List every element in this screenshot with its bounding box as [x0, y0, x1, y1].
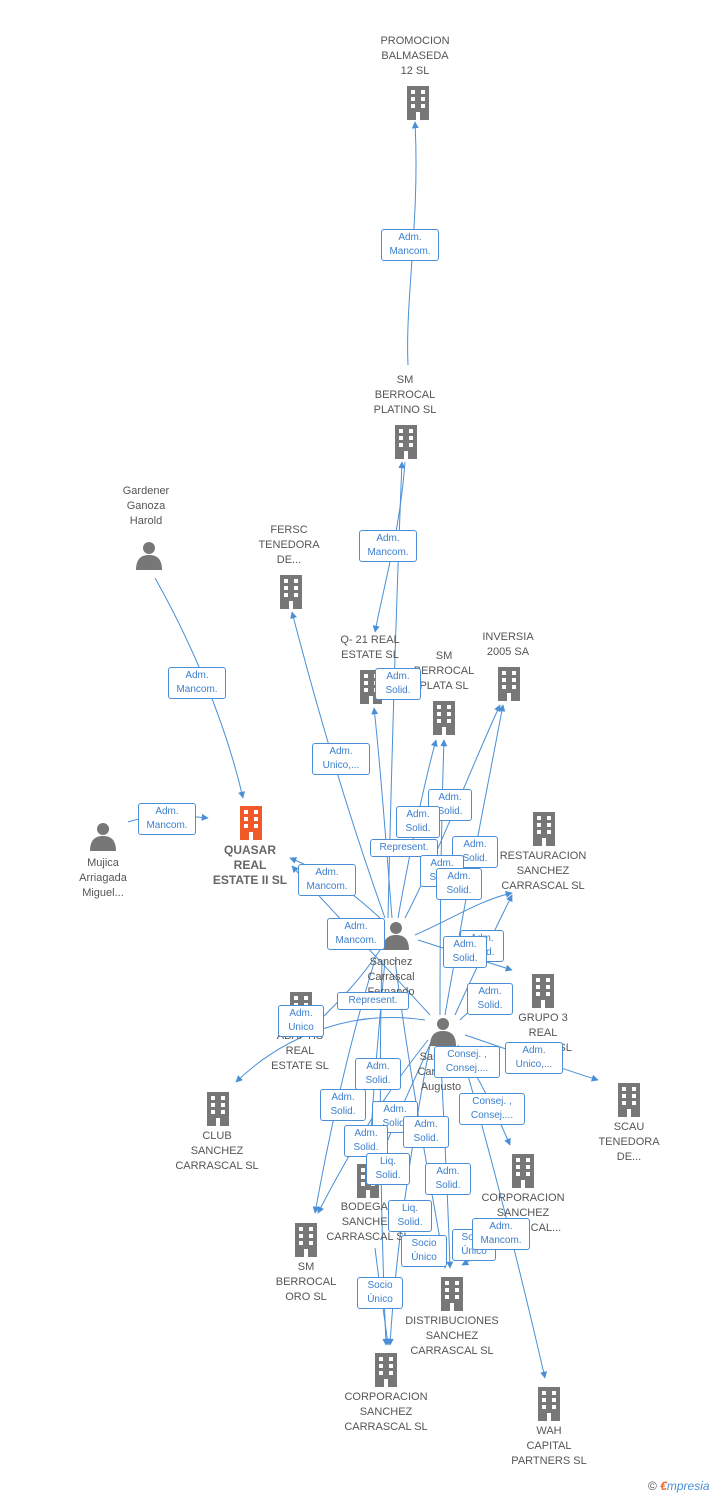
edge-label[interactable]: Adm. Solid. — [375, 668, 421, 700]
person-icon[interactable] — [381, 920, 411, 950]
node-label: CLUB SANCHEZ CARRASCAL SL — [175, 1130, 259, 1172]
node-restauracion-sanchez-carrascal[interactable]: RESTAURACION SANCHEZ CARRASCAL SL — [485, 849, 601, 894]
building-icon[interactable] — [614, 1081, 644, 1117]
node-corporacion-sanchez-carrascal-sl[interactable]: CORPORACION SANCHEZ CARRASCAL SL — [331, 1390, 441, 1435]
edge-label[interactable]: Socio Único — [357, 1277, 403, 1309]
node-label: PROMOCION BALMASEDA 12 SL — [380, 35, 450, 77]
edge-label[interactable]: Adm. Unico,... — [312, 743, 370, 775]
building-icon[interactable] — [371, 1351, 401, 1387]
edge-label[interactable]: Consej. , Consej.... — [459, 1093, 525, 1125]
edge-label[interactable]: Adm. Solid. — [403, 1116, 449, 1148]
building-icon[interactable] — [391, 423, 421, 459]
edge-fernando-q21 — [371, 707, 393, 919]
building-icon[interactable] — [437, 1275, 467, 1311]
node-label: INVERSIA 2005 SA — [482, 631, 534, 658]
person-icon[interactable] — [134, 540, 164, 570]
node-promocion-balmaseda[interactable]: PROMOCION BALMASEDA 12 SL — [360, 34, 470, 79]
edge-label[interactable]: Liq. Solid. — [366, 1153, 410, 1185]
node-q21-real-estate[interactable]: Q- 21 REAL ESTATE SL — [325, 633, 415, 663]
edge-label[interactable]: Consej. , Consej.... — [434, 1046, 500, 1078]
edge-label[interactable]: Adm. Solid. — [425, 1163, 471, 1195]
node-label: SM BERROCAL ORO SL — [275, 1261, 337, 1303]
node-label: SCAU TENEDORA DE... — [598, 1121, 660, 1163]
edge-fernando-abaptis — [319, 949, 381, 1021]
node-label: Gardener Ganoza Harold — [122, 485, 170, 527]
node-fersc-tenedora[interactable]: FERSC TENEDORA DE... — [236, 523, 342, 568]
node-label: RESTAURACION SANCHEZ CARRASCAL SL — [499, 850, 587, 892]
edge-label[interactable]: Adm. Solid. — [436, 868, 482, 900]
edge-label[interactable]: Adm. Mancom. — [327, 918, 385, 950]
edge-label[interactable]: Adm. Mancom. — [138, 803, 196, 835]
building-icon[interactable] — [276, 573, 306, 609]
building-icon[interactable] — [494, 665, 524, 701]
node-mujica-arriagada-miguel[interactable]: Mujica Arriagada Miguel... — [53, 856, 153, 901]
building-icon[interactable] — [429, 699, 459, 735]
node-label: SM BERROCAL PLATINO SL — [373, 374, 437, 416]
building-icon[interactable] — [508, 1152, 538, 1188]
building-icon[interactable] — [534, 1385, 564, 1421]
edge-label[interactable]: Socio Único — [401, 1235, 447, 1267]
node-label: Mujica Arriagada Miguel... — [79, 857, 127, 899]
empresia-logo: © €mpresia — [648, 1479, 710, 1493]
edge-label[interactable]: Adm. Mancom. — [298, 864, 356, 896]
node-label: Q- 21 REAL ESTATE SL — [340, 634, 400, 661]
edge-label[interactable]: Adm. Mancom. — [168, 667, 226, 699]
building-icon[interactable] — [403, 84, 433, 120]
node-distribuciones-sanchez-carrascal[interactable]: DISTRIBUCIONES SANCHEZ CARRASCAL SL — [392, 1314, 512, 1359]
node-sm-berrocal-platino[interactable]: SM BERROCAL PLATINO SL — [350, 373, 460, 418]
edge-label[interactable]: Adm. Mancom. — [472, 1218, 530, 1250]
edge-label[interactable]: Adm. Solid. — [320, 1089, 366, 1121]
edge-fernando-restauracion — [414, 890, 513, 936]
node-label: WAH CAPITAL PARTNERS SL — [511, 1425, 587, 1467]
edge-augusto-club — [235, 1017, 426, 1083]
node-sm-berrocal-oro[interactable]: SM BERROCAL ORO SL — [261, 1260, 351, 1305]
brand-e: € — [660, 1479, 667, 1493]
node-scau-tenedora[interactable]: SCAU TENEDORA DE... — [584, 1120, 674, 1165]
edge-label[interactable]: Liq. Solid. — [388, 1200, 432, 1232]
edge-label[interactable]: Adm. Mancom. — [359, 530, 417, 562]
node-label: CORPORACION SANCHEZ CARRASCAL SL — [344, 1391, 428, 1433]
node-label: BODEGAS SANCHEZ CARRASCAL SL — [326, 1201, 409, 1243]
building-icon[interactable] — [528, 972, 558, 1008]
node-label: QUASAR REAL ESTATE II SL — [212, 843, 288, 887]
copyright-symbol: © — [648, 1479, 657, 1493]
node-club-sanchez-carrascal[interactable]: CLUB SANCHEZ CARRASCAL SL — [162, 1129, 272, 1174]
edge-label[interactable]: Adm. Solid. — [355, 1058, 401, 1090]
edge-fernando-smoro — [312, 959, 376, 1214]
node-quasar-real-estate-ii[interactable]: QUASAR REAL ESTATE II SL — [200, 843, 300, 888]
node-label: DISTRIBUCIONES SANCHEZ CARRASCAL SL — [405, 1315, 499, 1357]
node-wah-capital-partners[interactable]: WAH CAPITAL PARTNERS SL — [499, 1424, 599, 1469]
node-inversia-2005[interactable]: INVERSIA 2005 SA — [468, 630, 548, 660]
node-label: SM BERROCAL PLATA SL — [413, 650, 475, 692]
edge-label[interactable]: Adm. Solid. — [467, 983, 513, 1015]
edge-label[interactable]: Adm. Unico,... — [505, 1042, 563, 1074]
building-icon[interactable] — [291, 1221, 321, 1257]
node-gardener-ganoza-harold[interactable]: Gardener Ganoza Harold — [96, 484, 196, 529]
building-icon[interactable] — [203, 1090, 233, 1126]
person-icon[interactable] — [88, 821, 118, 851]
edge-label[interactable]: Adm. Solid. — [396, 806, 440, 838]
building-icon[interactable] — [236, 804, 266, 840]
edge-label[interactable]: Adm. Mancom. — [381, 229, 439, 261]
node-sm-berrocal-plata[interactable]: SM BERROCAL PLATA SL — [399, 649, 489, 694]
edge-label[interactable]: Represent. — [337, 992, 409, 1010]
node-bodegas-sanchez-carrascal[interactable]: BODEGAS SANCHEZ CARRASCAL SL — [313, 1200, 423, 1245]
brand-name: mpresia — [666, 1479, 710, 1493]
edge-label[interactable]: Adm. Solid. — [443, 936, 487, 968]
edge-label[interactable]: Represent. — [370, 839, 438, 857]
edge-augusto-wah — [459, 1047, 547, 1379]
node-label: FERSC TENEDORA DE... — [258, 524, 320, 566]
edge-label[interactable]: Adm. Unico — [278, 1005, 324, 1037]
building-icon[interactable] — [529, 810, 559, 846]
person-icon[interactable] — [428, 1016, 458, 1046]
